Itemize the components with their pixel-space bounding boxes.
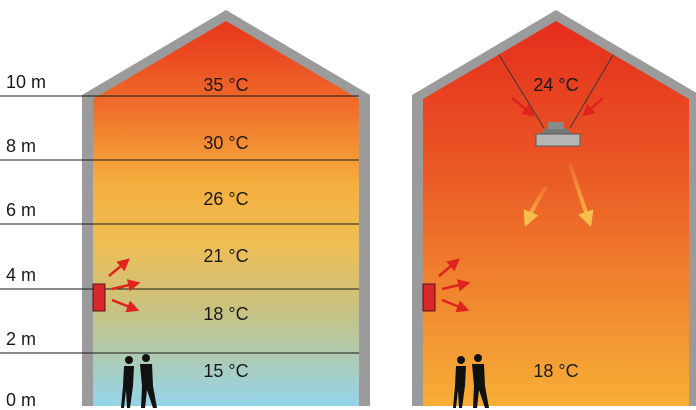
warm-air-arrow-icon (523, 163, 594, 228)
right-building (412, 10, 696, 406)
right-ceiling-temp: 24 °C (533, 75, 578, 95)
left-building (82, 10, 370, 406)
height-label-8m: 8 m (6, 136, 36, 156)
height-label-4m: 4 m (6, 265, 36, 285)
left-temp-zone-4: 21 °C (203, 246, 248, 266)
height-label-10m: 10 m (6, 72, 46, 92)
height-label-2m: 2 m (6, 329, 36, 349)
left-temp-zone-6: 15 °C (203, 361, 248, 381)
height-scale (0, 95, 359, 354)
heat-arrow-icon (438, 258, 471, 313)
left-temp-zone-3: 26 °C (203, 189, 248, 209)
heat-arrow-icon (108, 258, 141, 313)
people-silhouette-icon (453, 354, 489, 408)
right-building-interior (423, 21, 689, 406)
ceiling-heater-icon (498, 54, 614, 147)
height-label-6m: 6 m (6, 200, 36, 220)
height-label-0m: 0 m (6, 390, 36, 410)
left-building-interior (93, 21, 359, 406)
right-floor-temp: 18 °C (533, 361, 578, 381)
heat-arrow-icon (511, 97, 604, 117)
wall-heater-icon (92, 283, 106, 312)
people-silhouette-icon (121, 354, 157, 408)
left-temp-zone-5: 18 °C (203, 304, 248, 324)
left-temp-zone-1: 35 °C (203, 75, 248, 95)
wall-heater-icon (422, 283, 436, 312)
left-temp-zone-2: 30 °C (203, 133, 248, 153)
